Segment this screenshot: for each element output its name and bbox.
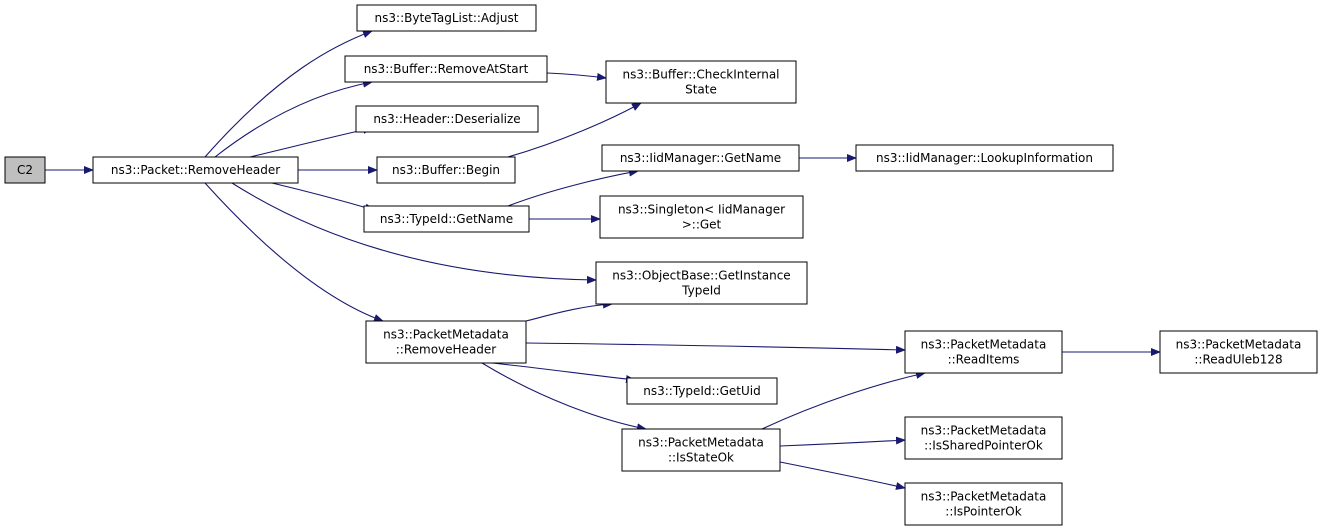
node-box [599, 195, 804, 239]
node-packetmetadata-readitems[interactable]: ns3::PacketMetadata::ReadItems [904, 330, 1063, 374]
node-packetmetadata-ispointerok[interactable]: ns3::PacketMetadata::IsPointerOk [904, 482, 1063, 526]
node-box [904, 330, 1063, 374]
node-label: ::RemoveHeader [396, 343, 497, 357]
edge-packet-removeheader-to-buffer-removeatstart [214, 79, 373, 158]
node-label: ns3::TypeId::GetName [380, 212, 513, 226]
node-box [1159, 330, 1318, 374]
node-box [363, 205, 530, 233]
node-label: ns3::Singleton< IidManager [618, 203, 785, 217]
node-singleton-get[interactable]: ns3::Singleton< IidManager>::Get [599, 195, 804, 239]
node-box [356, 4, 537, 32]
edge-typeid-getname-to-iidmanager-getname [507, 168, 639, 207]
node-label: ns3::ObjectBase::GetInstance [612, 269, 790, 283]
node-header-deserialize[interactable]: ns3::Header::Deserialize [355, 105, 539, 133]
nodes-layer: C2 ns3::Packet::RemoveHeader ns3::ByteTagL… [4, 4, 1318, 526]
edge-packetmetadata-isstateok-to-packetmetadata-issharedpointerok [779, 436, 906, 447]
node-box [621, 428, 781, 472]
node-label: ::ReadItems [948, 353, 1020, 367]
node-bytetaglist-adjust[interactable]: ns3::ByteTagList::Adjust [356, 4, 537, 32]
node-label: ns3::Header::Deserialize [373, 112, 520, 126]
node-label: ns3::Packet::RemoveHeader [111, 163, 280, 177]
node-label: ::IsPointerOk [945, 505, 1021, 519]
node-label: ns3::PacketMetadata [921, 424, 1047, 438]
node-label: ns3::PacketMetadata [921, 338, 1047, 352]
node-label: ns3::IidManager::LookupInformation [876, 151, 1093, 165]
node-packetmetadata-isstateok[interactable]: ns3::PacketMetadata::IsStateOk [621, 428, 781, 472]
edge-packetmetadata-removeheader-to-objectbase-getinstancetypeid [525, 300, 613, 322]
node-box [365, 320, 527, 364]
node-label: ::IsSharedPointerOk [924, 439, 1043, 453]
node-box [92, 156, 299, 184]
node-label: ns3::IidManager::GetName [620, 151, 781, 165]
node-typeid-getuid[interactable]: ns3::TypeId::GetUid [626, 377, 778, 405]
edge-packet-removeheader-to-header-deserialize [249, 126, 373, 158]
node-packetmetadata-removeheader[interactable]: ns3::PacketMetadata::RemoveHeader [365, 320, 527, 364]
node-box [595, 261, 808, 305]
edge-buffer-removeatstart-to-buffer-checkinternalstate [546, 72, 607, 81]
node-label: State [685, 83, 717, 97]
node-label: ns3::Buffer::CheckInternal [622, 68, 779, 82]
node-box [904, 482, 1063, 526]
edge-packet-removeheader-to-bytetaglist-adjust [204, 30, 373, 158]
edge-packetmetadata-removeheader-to-packetmetadata-readitems [525, 342, 906, 354]
node-buffer-begin[interactable]: ns3::Buffer::Begin [376, 156, 516, 184]
node-packet-removeheader[interactable]: ns3::Packet::RemoveHeader [92, 156, 299, 184]
node-buffer-removeatstart[interactable]: ns3::Buffer::RemoveAtStart [344, 55, 548, 83]
node-box [376, 156, 516, 184]
edges-layer [45, 30, 1161, 490]
edge-packet-removeheader-to-packetmetadata-removeheader [204, 182, 384, 322]
node-iidmanager-lookupinformation[interactable]: ns3::IidManager::LookupInformation [855, 144, 1114, 172]
node-typeid-getname[interactable]: ns3::TypeId::GetName [363, 205, 530, 233]
node-box [855, 144, 1114, 172]
node-label: ns3::Buffer::Begin [392, 163, 500, 177]
node-box [4, 156, 46, 184]
node-packetmetadata-issharedpointerok[interactable]: ns3::PacketMetadata::IsSharedPointerOk [904, 416, 1063, 460]
node-label: ns3::ByteTagList::Adjust [375, 11, 519, 25]
node-label: ::IsStateOk [668, 451, 734, 465]
node-c2[interactable]: C2 [4, 156, 46, 184]
edge-packetmetadata-removeheader-to-packetmetadata-isstateok [481, 362, 647, 432]
node-label: >::Get [682, 218, 722, 232]
node-label: ns3::PacketMetadata [638, 436, 764, 450]
node-packetmetadata-readuleb128[interactable]: ns3::PacketMetadata::ReadUleb128 [1159, 330, 1318, 374]
node-label: ::ReadUleb128 [1194, 353, 1282, 367]
edge-packetmetadata-isstateok-to-packetmetadata-readitems [761, 371, 926, 430]
node-label: ns3::PacketMetadata [383, 328, 509, 342]
node-box [355, 105, 539, 133]
node-box [626, 377, 778, 405]
node-label: ns3::PacketMetadata [921, 490, 1047, 504]
edge-packetmetadata-isstateok-to-packetmetadata-ispointerok [779, 461, 906, 490]
node-label: ns3::PacketMetadata [1176, 338, 1302, 352]
node-label: ns3::Buffer::RemoveAtStart [364, 62, 529, 76]
node-iidmanager-getname[interactable]: ns3::IidManager::GetName [601, 144, 800, 172]
node-box [601, 144, 800, 172]
node-label: ns3::TypeId::GetUid [643, 384, 761, 398]
edge-packet-removeheader-to-typeid-getname [271, 182, 375, 212]
edge-packetmetadata-removeheader-to-typeid-getuid [491, 362, 636, 383]
edge-packet-removeheader-to-objectbase-getinstancetypeid [231, 182, 597, 284]
node-box [605, 60, 797, 104]
node-label: C2 [17, 163, 33, 177]
node-box [904, 416, 1063, 460]
node-box [344, 55, 548, 83]
edge-buffer-begin-to-buffer-checkinternalstate [507, 102, 642, 158]
node-label: TypeId [681, 284, 721, 298]
